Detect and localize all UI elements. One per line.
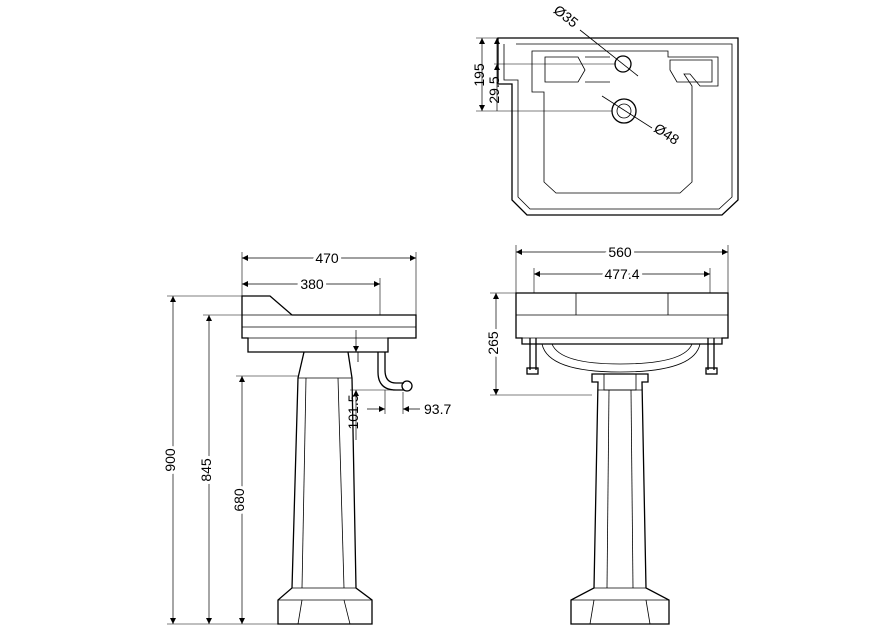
basin-plan-outline [497,37,739,216]
pedestal-front [570,373,670,625]
pedestal-side [277,351,373,625]
top-view: 195 29.5 Ø35 Ø48 [471,2,739,216]
dim-label-101-5: 101.5 [345,394,361,429]
dim-label-93-7: 93.7 [424,401,451,417]
dim-label-845: 845 [198,458,214,482]
dim-label-560: 560 [608,244,632,260]
dim-label-29-5: 29.5 [486,76,502,103]
tap-hole [579,29,639,77]
dim-label-waste-hole: Ø48 [651,120,682,148]
dim-label-265: 265 [485,331,501,355]
basin-side-outline [241,295,417,353]
basin-front-outline [515,292,729,373]
dim-label-380: 380 [300,276,324,292]
dim-label-470: 470 [315,250,339,266]
dim-label-195: 195 [471,63,487,87]
side-view: 470 380 900 845 680 101.5 93.7 [159,247,451,625]
dim-label-tap-hole: Ø35 [551,2,582,31]
dim-label-477-4: 477.4 [604,266,639,282]
dim-label-900: 900 [162,448,178,472]
dim-label-680: 680 [231,488,247,512]
waste-hole [601,95,653,129]
front-view: 560 477.4 265 [482,241,729,625]
legs [526,338,718,375]
trap [357,352,413,392]
